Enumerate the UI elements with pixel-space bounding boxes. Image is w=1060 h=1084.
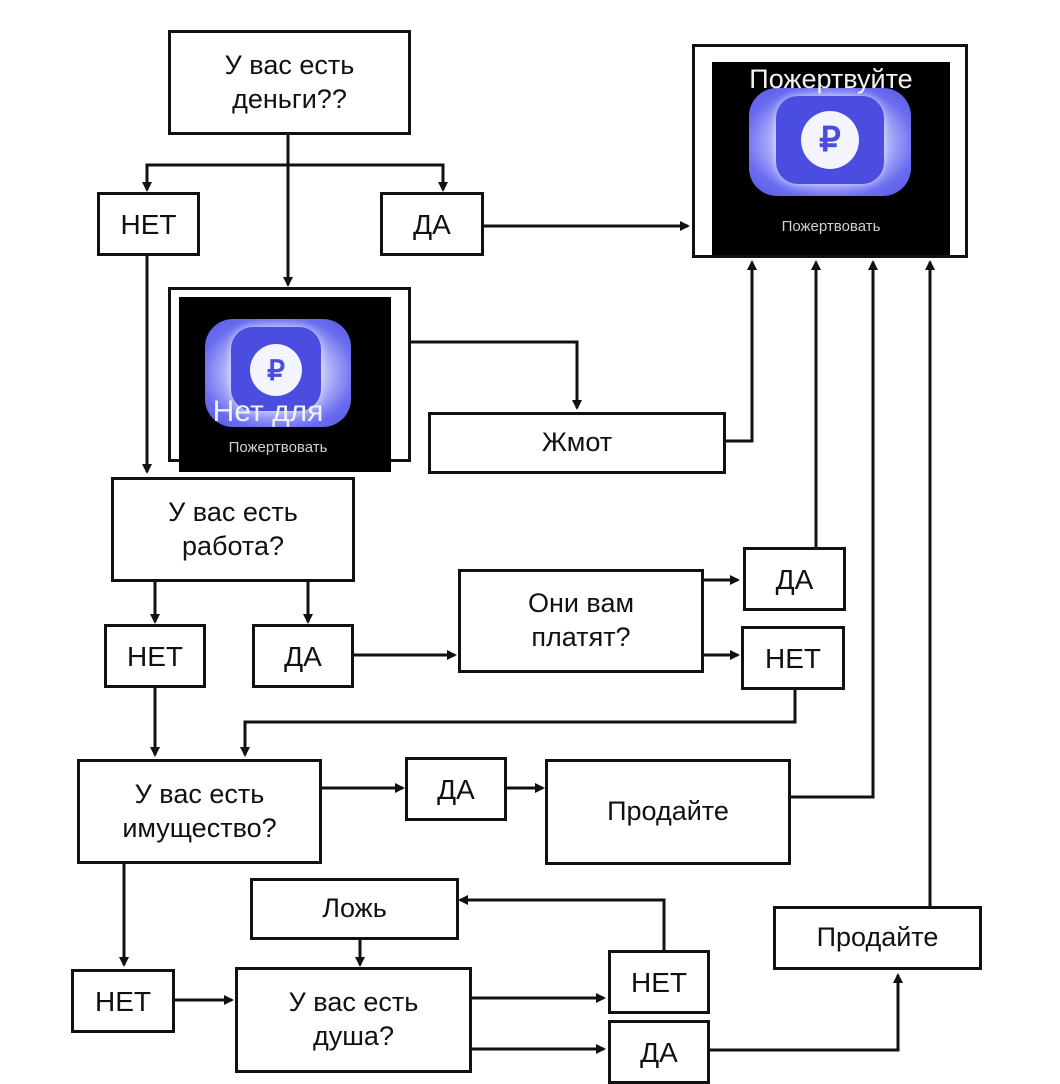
ruble-coin-icon: ₽ [804, 114, 856, 166]
question-property: У вас есть имущество? [77, 759, 322, 864]
donate-card-title: Пожертвуйте [749, 64, 913, 94]
donate-card[interactable]: ₽ Пожертвуйте Пожертвовать [712, 62, 950, 255]
donate-button[interactable]: Пожертвовать [781, 218, 881, 235]
question-soul: У вас есть душа? [235, 967, 472, 1073]
answer-no-soul: НЕТ [608, 950, 710, 1014]
answer-no-job: НЕТ [104, 624, 206, 688]
notfor-card-frame: ₽ Нет для Пожертвовать [168, 287, 411, 472]
action-sell-1: Продайте [545, 759, 791, 865]
answer-no-property: НЕТ [71, 969, 175, 1033]
question-job: У вас есть работа? [111, 477, 355, 582]
arrow-money-to-no [142, 133, 290, 192]
arrow-money-to-yes [288, 163, 448, 192]
result-lie: Ложь [250, 878, 459, 940]
result-stingy: Жмот [428, 412, 726, 474]
app-icon: ₽ [776, 96, 884, 184]
notfor-card-title: Нет для [212, 395, 324, 428]
arrow-paidno-to-property [240, 690, 797, 757]
arrow-soulno-to-lie [458, 895, 666, 950]
answer-yes-property: ДА [405, 757, 507, 821]
arrow-soulyes-to-sell [708, 973, 903, 1052]
notfor-donate-button[interactable]: Пожертвовать [228, 439, 328, 456]
answer-yes-paid: ДА [743, 547, 846, 611]
answer-no-money: НЕТ [97, 192, 200, 256]
notfor-card[interactable]: ₽ Нет для Пожертвовать [179, 297, 391, 472]
ruble-coin-icon: ₽ [253, 347, 299, 393]
donate-card-frame: ₽ Пожертвуйте Пожертвовать [692, 44, 968, 258]
arrow-stingy-to-donate [726, 260, 757, 443]
answer-yes-soul: ДА [608, 1020, 710, 1084]
arrow-sell-to-donate [790, 260, 878, 799]
action-sell-2: Продайте [773, 906, 982, 970]
app-icon: ₽ [231, 327, 321, 411]
answer-no-paid: НЕТ [741, 626, 845, 690]
question-money: У вас есть деньги?? [168, 30, 411, 135]
question-paid: Они вам платят? [458, 569, 704, 673]
arrow-notfor-to-stingy [410, 340, 582, 410]
answer-yes-job: ДА [252, 624, 354, 688]
answer-yes-money: ДА [380, 192, 484, 256]
